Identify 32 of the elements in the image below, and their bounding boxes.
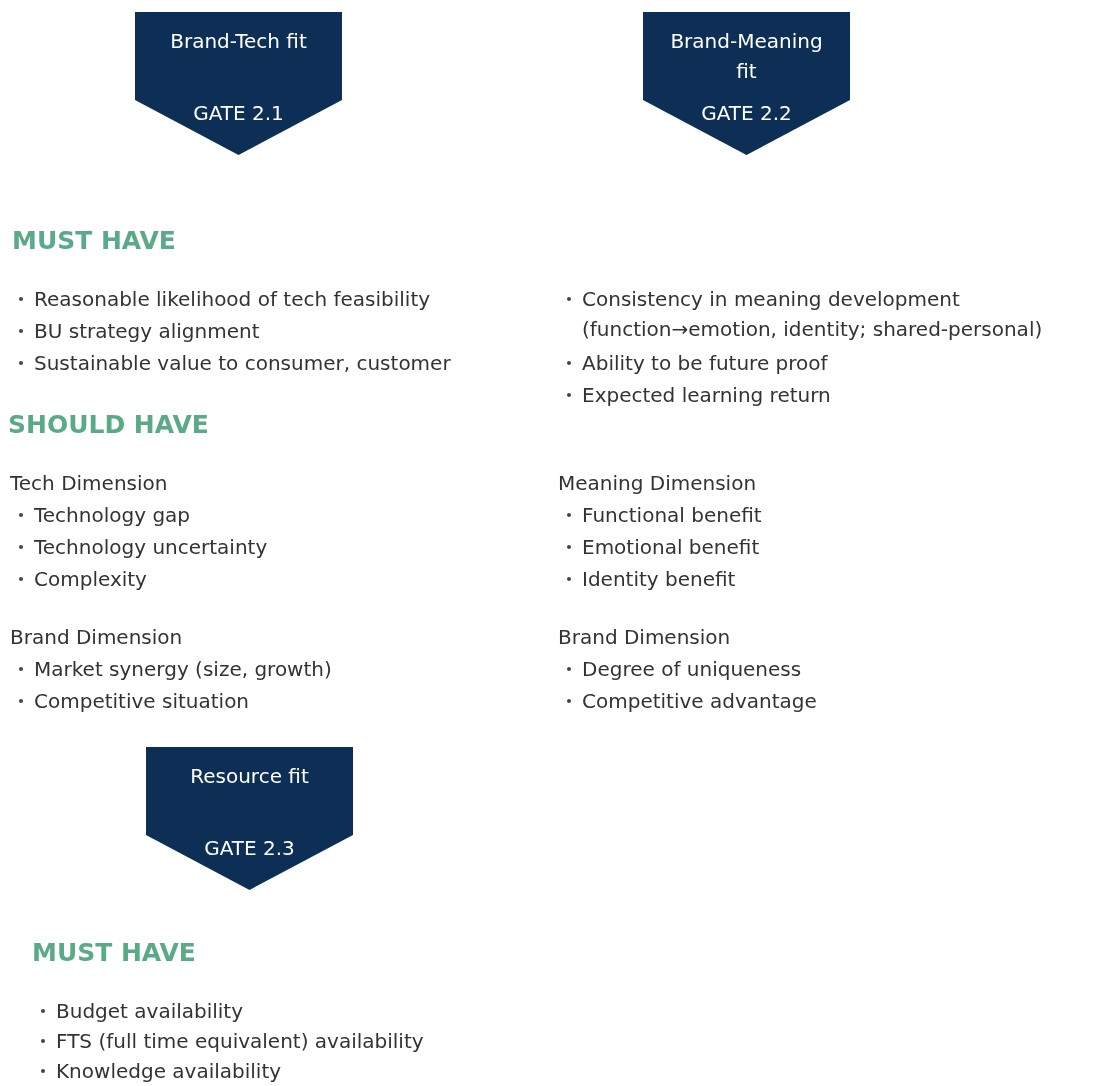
gate-title: Brand-Meaning fit (669, 28, 824, 85)
bullet-item: FTS (full time equivalent) availability (32, 1026, 424, 1056)
bullet-item: Technology uncertainty (10, 532, 268, 562)
bullet-item: Consistency in meaning development (function→emotion, identity; shared-personal) (558, 284, 1092, 344)
bullet-item: Emotional benefit (558, 532, 760, 562)
bullet-item: Degree of uniqueness (558, 654, 802, 684)
bullet-item: BU strategy alignment (10, 316, 260, 346)
dimension-heading: Meaning Dimension (558, 470, 757, 497)
dimension-heading: Brand Dimension (558, 624, 731, 651)
bullet-item: Identity benefit (558, 564, 736, 594)
bullet-item: Competitive situation (10, 686, 250, 716)
bullet-item: Technology gap (10, 500, 191, 530)
gate-title: Brand-Tech fit (169, 28, 308, 55)
gate-title: Resource fit (189, 763, 310, 790)
dimension-heading: Tech Dimension (10, 470, 168, 497)
bullet-item: Expected learning return (558, 380, 831, 410)
bullet-item: Market synergy (size, growth) (10, 654, 332, 684)
gate-number: GATE 2.1 (192, 100, 285, 127)
bullet-item: Functional benefit (558, 500, 762, 530)
bullet-item: Knowledge availability (32, 1056, 282, 1086)
bullet-item: Reasonable likelihood of tech feasibility (10, 284, 431, 314)
dimension-heading: Brand Dimension (10, 624, 183, 651)
section-heading: SHOULD HAVE (8, 410, 209, 440)
bullet-item: Sustainable value to consumer, customer (10, 348, 451, 378)
gate-number: GATE 2.2 (700, 100, 793, 127)
bullet-item: Competitive advantage (558, 686, 817, 716)
bullet-item: Ability to be future proof (558, 348, 828, 378)
section-heading: MUST HAVE (32, 938, 196, 968)
gate-number: GATE 2.3 (203, 835, 296, 862)
section-heading: MUST HAVE (12, 226, 176, 256)
bullet-item: Budget availability (32, 996, 244, 1026)
bullet-item: Complexity (10, 564, 147, 594)
